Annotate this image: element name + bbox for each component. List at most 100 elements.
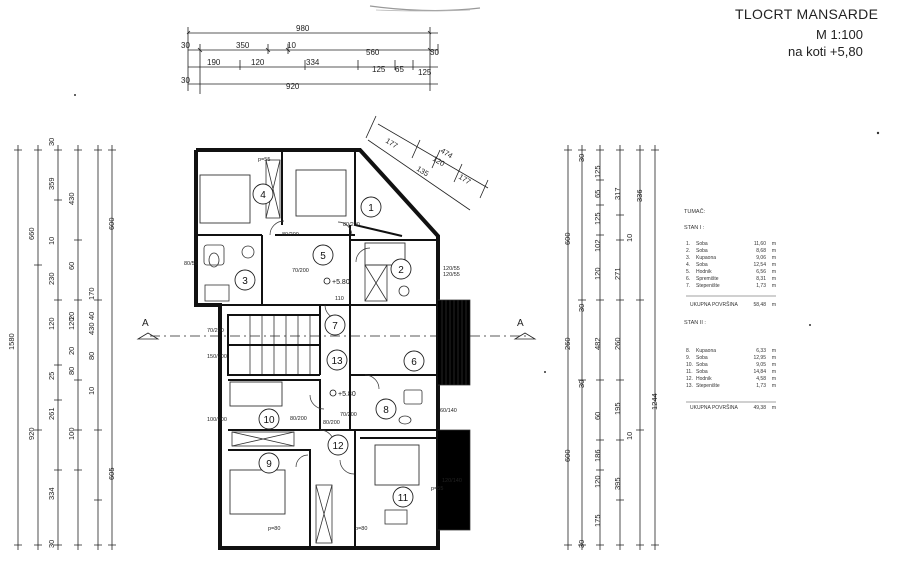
right-dimension-chains <box>564 145 659 550</box>
room-number: 5 <box>320 251 326 262</box>
interior-note: 80/200 <box>343 222 360 228</box>
dim-label: 271 <box>613 267 622 280</box>
scan-artifact <box>369 5 481 12</box>
dim-label: 10 <box>625 234 634 242</box>
legend-room-number: 13. <box>686 383 693 389</box>
dim-label: 102 <box>593 239 602 252</box>
dim-label: 60 <box>67 262 76 270</box>
room-number: 11 <box>398 493 409 504</box>
interior-walls <box>196 150 438 548</box>
room-schedule-legend: TUMAČ: STAN I : 1. Soba 11,60 m 2. Soba … <box>680 205 780 415</box>
dim-label: 120 <box>47 317 56 330</box>
legend-room-area: 11,60 <box>753 241 766 247</box>
dim-label: 125 <box>593 165 602 178</box>
legend-room-number: 11. <box>686 369 693 375</box>
dim-label: 80 <box>67 367 76 375</box>
interior-note: p=55 <box>431 486 443 492</box>
legend-room-number: 4. <box>686 262 691 268</box>
interior-note: p=80 <box>268 526 280 532</box>
dim-label: 10 <box>87 387 96 395</box>
legend-room-number: 12. <box>686 376 693 382</box>
dim-label: 100 <box>67 427 76 440</box>
dim-label: 980 <box>296 24 310 33</box>
interior-note: p=80 <box>355 526 367 532</box>
legend-row: 9. Soba 12,95 m <box>686 355 776 362</box>
legend-rules <box>686 295 776 403</box>
dim-label: 190 <box>207 58 221 67</box>
legend-room-name: Soba <box>696 248 708 254</box>
section-label-right: A <box>517 318 524 329</box>
legend-room-unit: m <box>771 348 776 354</box>
interior-note: 100/200 <box>207 417 227 423</box>
legend-room-name: Soba <box>696 355 708 361</box>
legend-room-area: 6,33 <box>756 348 766 354</box>
dim-label: 600 <box>563 232 572 245</box>
dim-label: 186 <box>593 449 602 462</box>
legend-room-number: 2. <box>686 248 691 254</box>
legend-room-area: 12,95 <box>753 355 766 361</box>
legend-row: 12. Hodnik 4,58 m <box>686 376 776 383</box>
elevation-label: +5.80 <box>338 391 356 398</box>
interior-note: 80/200 <box>282 232 299 238</box>
interior-note: 120/140 <box>442 478 462 484</box>
dim-label: 30 <box>577 540 586 548</box>
dim-label: 65 <box>593 190 602 198</box>
legend-total-unit: m <box>771 405 776 411</box>
dim-label: 482 <box>593 337 602 350</box>
legend-row: 6. Spremište 8,31 m <box>686 276 776 283</box>
interior-note: 60/140 <box>440 408 457 414</box>
interior-note: 80/200 <box>323 420 340 426</box>
room-number: 2 <box>398 265 404 276</box>
dim-label: 20 <box>67 347 76 355</box>
legend-room-name: Soba <box>696 362 708 368</box>
room-number: 4 <box>260 190 266 201</box>
stair-treads <box>249 316 311 374</box>
door-swings <box>269 220 380 475</box>
legend-room-unit: m <box>771 276 776 282</box>
legend-total-value: 49,38 <box>753 405 766 411</box>
dim-label: 30 <box>577 154 586 162</box>
room-number: 10 <box>263 415 275 426</box>
dim-label: 135 <box>415 164 430 178</box>
legend-room-area: 9,06 <box>756 255 766 261</box>
legend-room-number: 1. <box>686 241 691 247</box>
dim-label: 30 <box>181 76 190 85</box>
dim-label: 1580 <box>7 333 16 350</box>
legend-room-unit: m <box>771 283 776 289</box>
dim-label: 600 <box>107 217 116 230</box>
dim-label: 334 <box>47 487 56 500</box>
dim-label: 60 <box>593 412 602 420</box>
dim-label: 660 <box>27 227 36 240</box>
legend-row: 4. Soba 12,54 m <box>686 262 776 269</box>
dim-label: 10 <box>287 41 296 50</box>
dim-label: 25 <box>47 372 56 380</box>
legend-heading: TUMAČ: <box>684 209 706 215</box>
interior-note: 80/200 <box>290 416 307 422</box>
dim-label: 920 <box>27 427 36 440</box>
legend-room-unit: m <box>771 369 776 375</box>
legend-unit2-label: STAN II : <box>684 320 706 326</box>
room-number: 6 <box>411 357 417 368</box>
dim-label: 30 <box>47 540 56 548</box>
legend-total-value: 58,48 <box>753 302 766 308</box>
room-number: 13 <box>331 356 343 367</box>
top-dimension-chains <box>186 27 439 94</box>
dim-label: 120 <box>67 317 76 330</box>
interior-note: 150/200 <box>207 354 227 360</box>
drawing-title: TLOCRT MANSARDE <box>735 6 879 22</box>
dim-label: 177 <box>384 136 399 150</box>
dim-label: 30 <box>577 304 586 312</box>
legend-row: 10. Soba 9,05 m <box>686 362 776 369</box>
legend-room-unit: m <box>771 376 776 382</box>
dim-label: 170 <box>87 287 96 300</box>
dim-label: 350 <box>236 41 250 50</box>
legend-row: 3. Kupaona 9,06 m <box>686 255 776 262</box>
legend-total-row: UKUPNA POVRŠINA 49,38 m <box>686 405 776 412</box>
legend-room-unit: m <box>771 241 776 247</box>
dim-label: 125 <box>372 65 386 74</box>
legend-room-name: Hodnik <box>696 269 712 275</box>
dim-label: 920 <box>286 82 300 91</box>
dim-label: 20 <box>67 312 76 320</box>
dim-label: 260 <box>563 337 572 350</box>
